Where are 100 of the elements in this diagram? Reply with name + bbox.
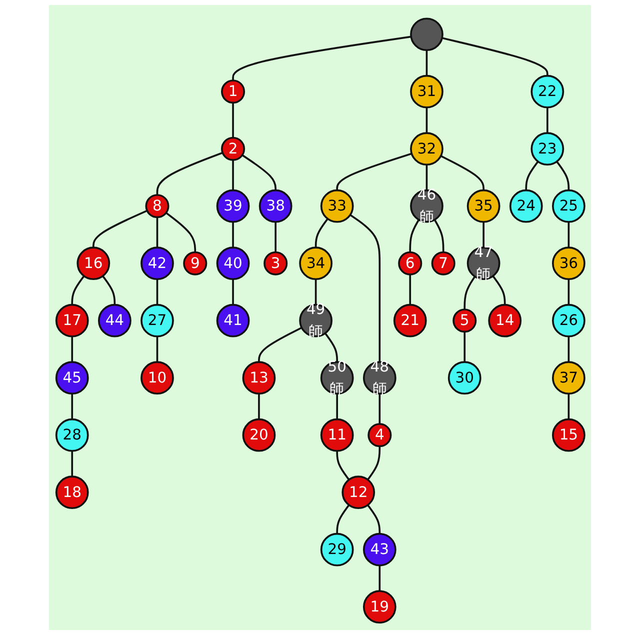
node-circle: 36 — [552, 246, 585, 280]
node-circle: 13 — [242, 361, 276, 395]
node-circle: 31 — [410, 74, 443, 108]
connector — [324, 332, 338, 362]
connector — [232, 102, 234, 138]
node-circle: 18 — [55, 476, 88, 510]
connector — [70, 450, 73, 477]
node-circle: 50 師 — [320, 361, 354, 395]
connector — [441, 37, 548, 76]
node-circle: 22 — [530, 74, 564, 108]
connector — [425, 50, 428, 76]
connector — [408, 219, 420, 252]
node-circle: 28 — [55, 418, 88, 452]
node-circle: 45 — [55, 361, 88, 395]
node-circle: 35 — [466, 189, 500, 223]
node-circle: 11 — [320, 418, 354, 452]
node-circle: 21 — [393, 304, 426, 338]
node-circle: 2 — [220, 136, 245, 161]
connector — [366, 446, 380, 480]
node-circle: 25 — [552, 189, 585, 223]
connector — [524, 160, 538, 190]
node-circle: 41 — [216, 304, 250, 338]
node-circle: 30 — [448, 361, 481, 395]
connector — [232, 160, 234, 190]
connector — [366, 504, 380, 534]
node-circle: 15 — [552, 418, 585, 452]
connector — [258, 326, 302, 362]
node-circle: 5 — [452, 308, 476, 333]
node-circle: 42 — [140, 246, 174, 280]
connector — [349, 214, 380, 362]
node-circle: 48 師 — [362, 361, 396, 395]
connector — [232, 222, 234, 248]
node-circle: 23 — [530, 132, 564, 166]
node-circle: 33 — [320, 189, 354, 223]
node-circle: 44 — [98, 304, 131, 338]
node-circle: 34 — [298, 246, 332, 280]
node-circle: 32 — [410, 132, 443, 166]
connector — [378, 565, 380, 592]
node-circle: 14 — [488, 304, 522, 338]
node-circle: 49 師 — [298, 304, 332, 338]
node-circle: 39 — [216, 189, 250, 223]
connector — [567, 279, 570, 305]
connector — [433, 219, 444, 252]
connector — [556, 160, 570, 190]
connector — [567, 394, 570, 420]
node-circle — [410, 18, 443, 52]
node-circle: 8 — [144, 194, 169, 218]
connector — [425, 107, 428, 134]
connector — [274, 222, 276, 252]
connector — [546, 107, 548, 134]
node-circle: 1 — [220, 80, 245, 104]
node-circle: 46 師 — [410, 189, 443, 223]
connector — [156, 336, 158, 362]
connector — [336, 394, 338, 420]
node-circle: 12 — [341, 476, 375, 510]
connector — [378, 394, 380, 424]
connector — [156, 279, 158, 305]
node-circle: 38 — [258, 189, 292, 223]
connector — [258, 394, 260, 420]
connector — [492, 275, 506, 305]
node-circle: 10 — [140, 361, 174, 395]
connector — [70, 275, 84, 305]
node-circle: 9 — [182, 251, 207, 276]
connector — [156, 217, 158, 248]
connector — [425, 164, 428, 190]
node-circle: 19 — [362, 590, 396, 624]
node-circle: 7 — [430, 251, 455, 276]
connector — [567, 222, 570, 248]
node-circle: 27 — [140, 304, 174, 338]
connector — [440, 155, 484, 190]
connector — [241, 154, 276, 190]
node-circle: 29 — [320, 532, 354, 566]
connector — [336, 152, 412, 190]
connector — [482, 222, 484, 248]
node-circle: 43 — [362, 532, 396, 566]
node-circle: 16 — [76, 246, 110, 280]
connector — [463, 332, 466, 362]
node-circle: 3 — [263, 251, 288, 276]
connector — [314, 279, 316, 305]
connector — [463, 276, 476, 310]
node-circle: 26 — [552, 304, 585, 338]
node-circle: 4 — [367, 423, 392, 448]
connector — [156, 152, 223, 196]
node-circle: 40 — [216, 246, 250, 280]
connector — [165, 212, 196, 252]
node-circle: 37 — [552, 361, 585, 395]
connector — [92, 210, 148, 248]
node-circle: 17 — [55, 304, 88, 338]
connector — [232, 279, 234, 305]
connector — [232, 36, 411, 81]
connector — [567, 336, 570, 362]
connector — [102, 275, 116, 305]
node-circle: 24 — [509, 189, 542, 223]
connector — [408, 274, 411, 305]
node-circle: 6 — [398, 251, 422, 276]
connector — [314, 218, 328, 248]
node-circle: 20 — [242, 418, 276, 452]
connector — [70, 394, 73, 420]
node-circle: 47 師 — [466, 246, 500, 280]
connector — [70, 336, 73, 362]
